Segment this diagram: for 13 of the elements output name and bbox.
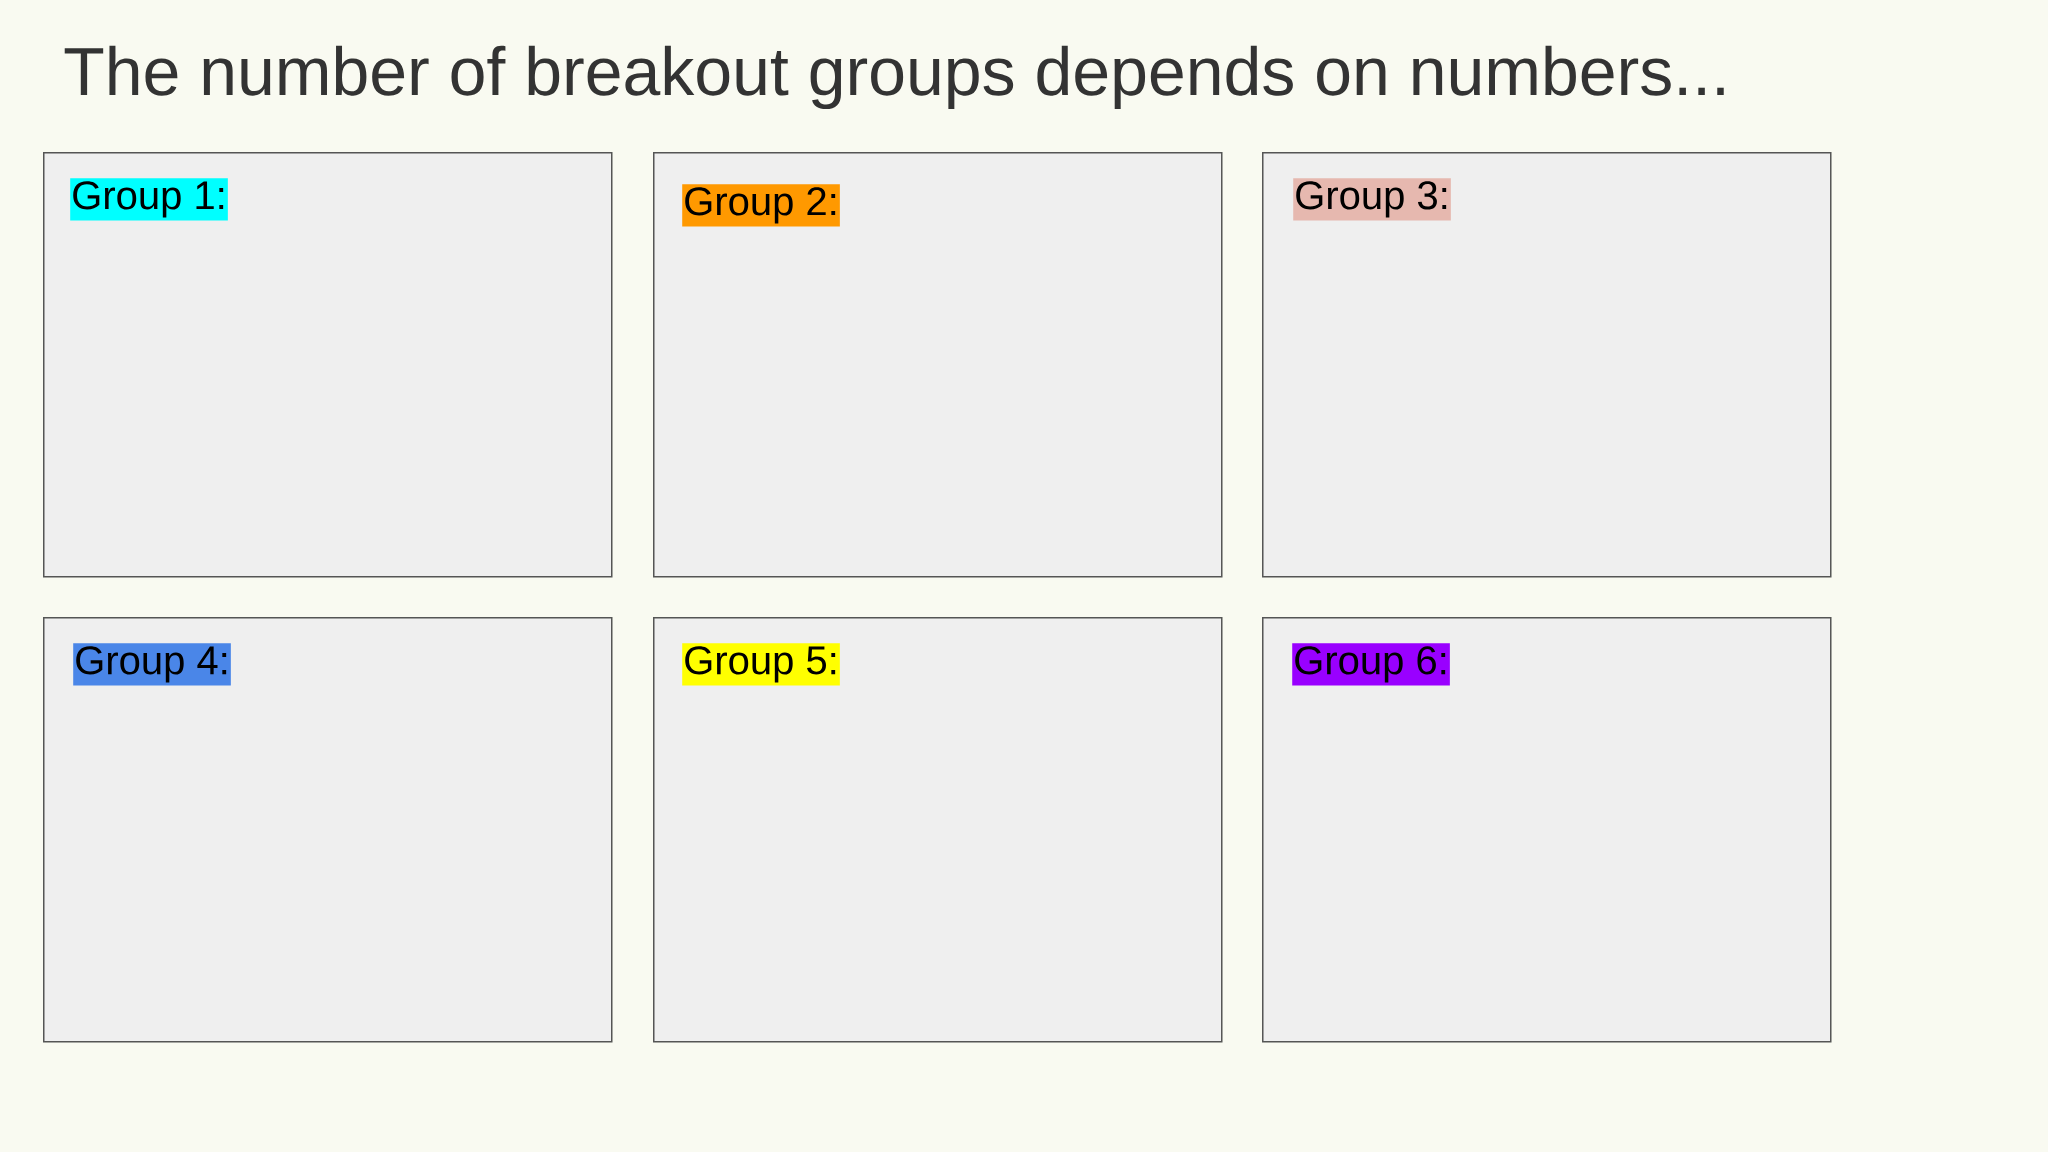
highlighted-label: Group 5: (682, 643, 840, 686)
group-box (653, 152, 1223, 578)
highlighted-label: Group 4: (73, 643, 231, 686)
group-box (1262, 617, 1832, 1043)
highlighted-label: Group 3: (1293, 178, 1451, 221)
highlighted-label: Group 6: (1292, 643, 1450, 686)
group-box (1262, 152, 1832, 578)
group-box (43, 152, 613, 578)
group-box (653, 617, 1223, 1043)
highlighted-label: Group 1: (70, 178, 228, 221)
group-box (43, 617, 613, 1043)
highlighted-label: Group 2: (682, 184, 840, 227)
title: The number of breakout groups depends on numbers... (64, 45, 1724, 110)
